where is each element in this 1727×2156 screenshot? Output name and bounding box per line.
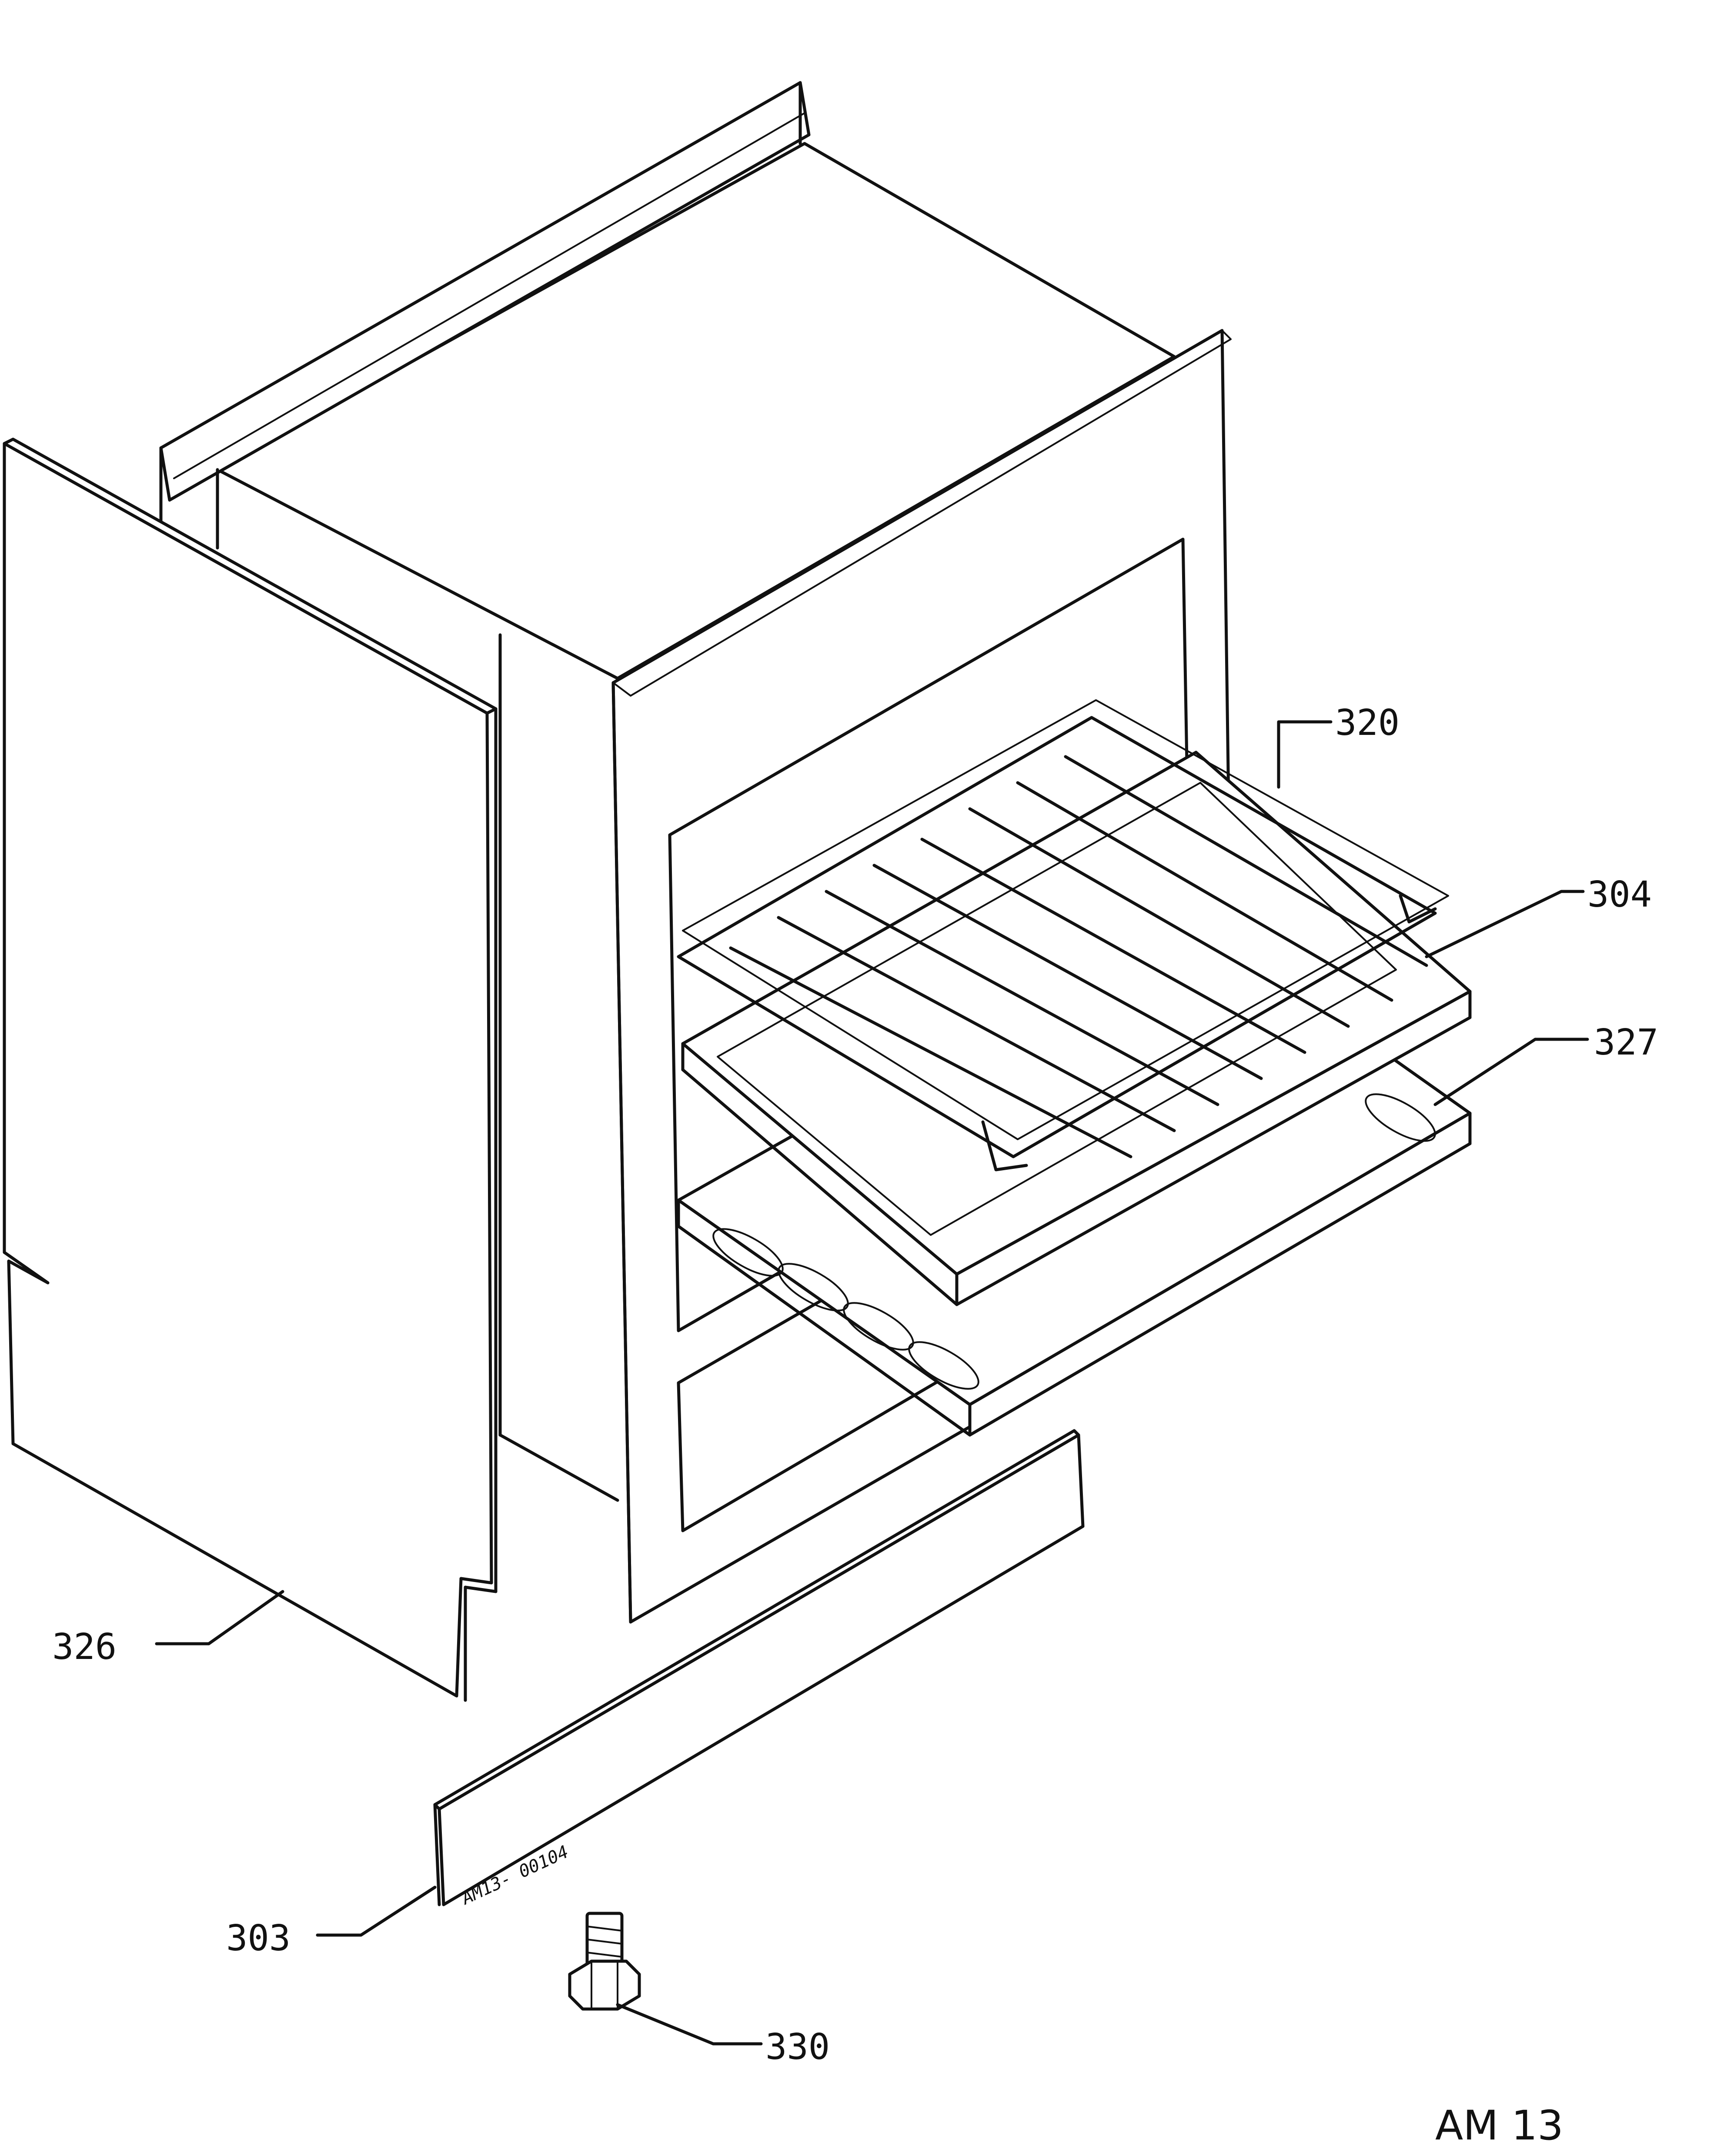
screw-330	[568, 1912, 641, 2011]
side-panel-326	[3, 437, 498, 1702]
callout-304: 304	[1587, 874, 1652, 915]
baking-tray-304	[681, 751, 1472, 1306]
leader-lines	[155, 720, 1589, 2046]
callout-303: 303	[226, 1918, 291, 1959]
callout-330: 330	[765, 2026, 830, 2068]
wire-shelf-320	[677, 699, 1449, 1171]
drawing-code: AM 13	[1435, 2102, 1563, 2149]
callout-320: 320	[1335, 702, 1400, 744]
cabinet-body	[159, 81, 1176, 1502]
callout-327: 327	[1594, 1022, 1658, 1063]
callout-326: 326	[52, 1626, 117, 1668]
